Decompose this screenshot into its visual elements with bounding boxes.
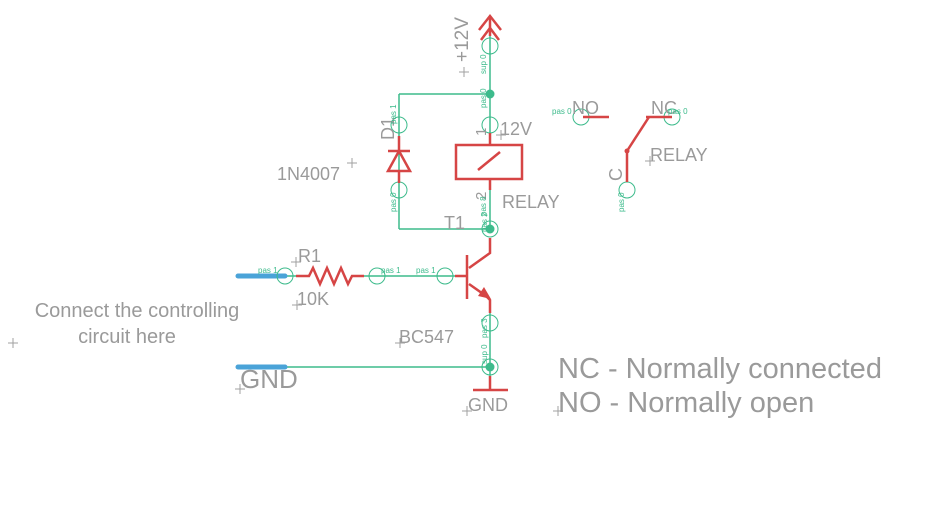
pin-ring	[481, 358, 499, 376]
pin-rings	[276, 37, 681, 376]
resistor-name: R1	[298, 246, 321, 266]
diode-pin-bottom: pas 0	[389, 192, 398, 212]
relay-pin-bottom: pas 8	[479, 196, 488, 216]
relay-no-pin: pas 0	[552, 107, 572, 116]
origin-cross	[8, 338, 18, 348]
resistor-zigzag	[296, 264, 364, 288]
legend-no: NO - Normally open	[558, 387, 814, 419]
pin-ring	[481, 37, 499, 55]
pin-ring	[481, 314, 499, 332]
supply-arrow-outer	[478, 13, 502, 31]
relay-switch[interactable]	[583, 115, 672, 182]
pin-ring	[436, 267, 454, 285]
transistor-name: T1	[444, 213, 465, 233]
transistor-emitter	[468, 282, 492, 313]
junction-dot	[485, 89, 495, 99]
relay-switch-value: RELAY	[650, 145, 708, 165]
junction-dot	[485, 362, 495, 372]
pin-ring	[390, 116, 408, 134]
relay-coil-value: RELAY	[502, 192, 560, 212]
note-line-1: Connect the controlling	[35, 300, 240, 322]
origin-cross	[235, 384, 245, 394]
relay-coil-slash	[477, 151, 501, 171]
ground-pin-label: sup 0	[480, 344, 489, 364]
diode-d1[interactable]	[385, 136, 413, 183]
ground-label: GND	[468, 395, 508, 415]
origin-cross	[645, 156, 655, 166]
origin-cross	[462, 406, 472, 416]
resistor-pin-right: pas 1	[381, 266, 401, 275]
supply-label: +12V	[452, 17, 473, 62]
ground-symbol[interactable]	[473, 376, 508, 392]
relay-c-label: C	[606, 168, 626, 181]
supply-symbol[interactable]	[478, 13, 502, 41]
supply-pin-label: sup 0	[479, 54, 488, 74]
relay-coil[interactable]	[454, 133, 524, 190]
resistor-r1[interactable]	[296, 264, 364, 288]
relay-nc-pin: pas 0	[668, 107, 688, 116]
origin-cross	[395, 338, 405, 348]
pin-ring	[481, 220, 499, 238]
relay-coil-voltage: 12V	[500, 119, 532, 139]
transistor-t1[interactable]	[455, 238, 492, 313]
transistor-emitter-arrow	[478, 287, 491, 299]
origin-cross	[291, 257, 301, 267]
relay-c-pin: pas 0	[617, 192, 626, 212]
supply-arrow-inner	[480, 25, 500, 41]
origin-cross	[347, 158, 357, 168]
origin-cross	[496, 130, 506, 140]
origin-cross	[292, 300, 302, 310]
legend-nc: NC - Normally connected	[558, 353, 882, 385]
note-line-2: circuit here	[78, 326, 176, 348]
relay-nc-label: NC	[651, 98, 677, 118]
relay-pin1-num: 1	[473, 128, 490, 136]
relay-common-pivot	[624, 148, 630, 154]
pin-ring	[276, 267, 294, 285]
relay-no-label: NO	[572, 98, 599, 118]
diode-name: D1	[378, 117, 398, 140]
transistor-pin-e: pas 3	[480, 318, 489, 338]
transistor-collector	[468, 238, 492, 270]
diode-pin-top: pas 1	[389, 104, 398, 124]
diode-value: 1N4007	[277, 164, 340, 184]
junction-dot	[485, 224, 495, 234]
resistor-value: 10K	[297, 289, 329, 309]
relay-pin-top: pas 0	[479, 88, 488, 108]
transistor-value: BC547	[399, 327, 454, 347]
transistor-pin-b: pas 1	[416, 266, 436, 275]
relay-switch-arm	[625, 116, 651, 152]
resistor-pin-left: pas 1	[258, 266, 278, 275]
origin-markers	[8, 67, 655, 416]
gnd-net-label: GND	[240, 364, 298, 394]
transistor-pin-c: pas 2	[480, 212, 489, 232]
pin-ring	[368, 267, 386, 285]
origin-cross	[459, 67, 469, 77]
relay-pin2-num: 2	[473, 192, 490, 200]
origin-cross	[553, 406, 563, 416]
